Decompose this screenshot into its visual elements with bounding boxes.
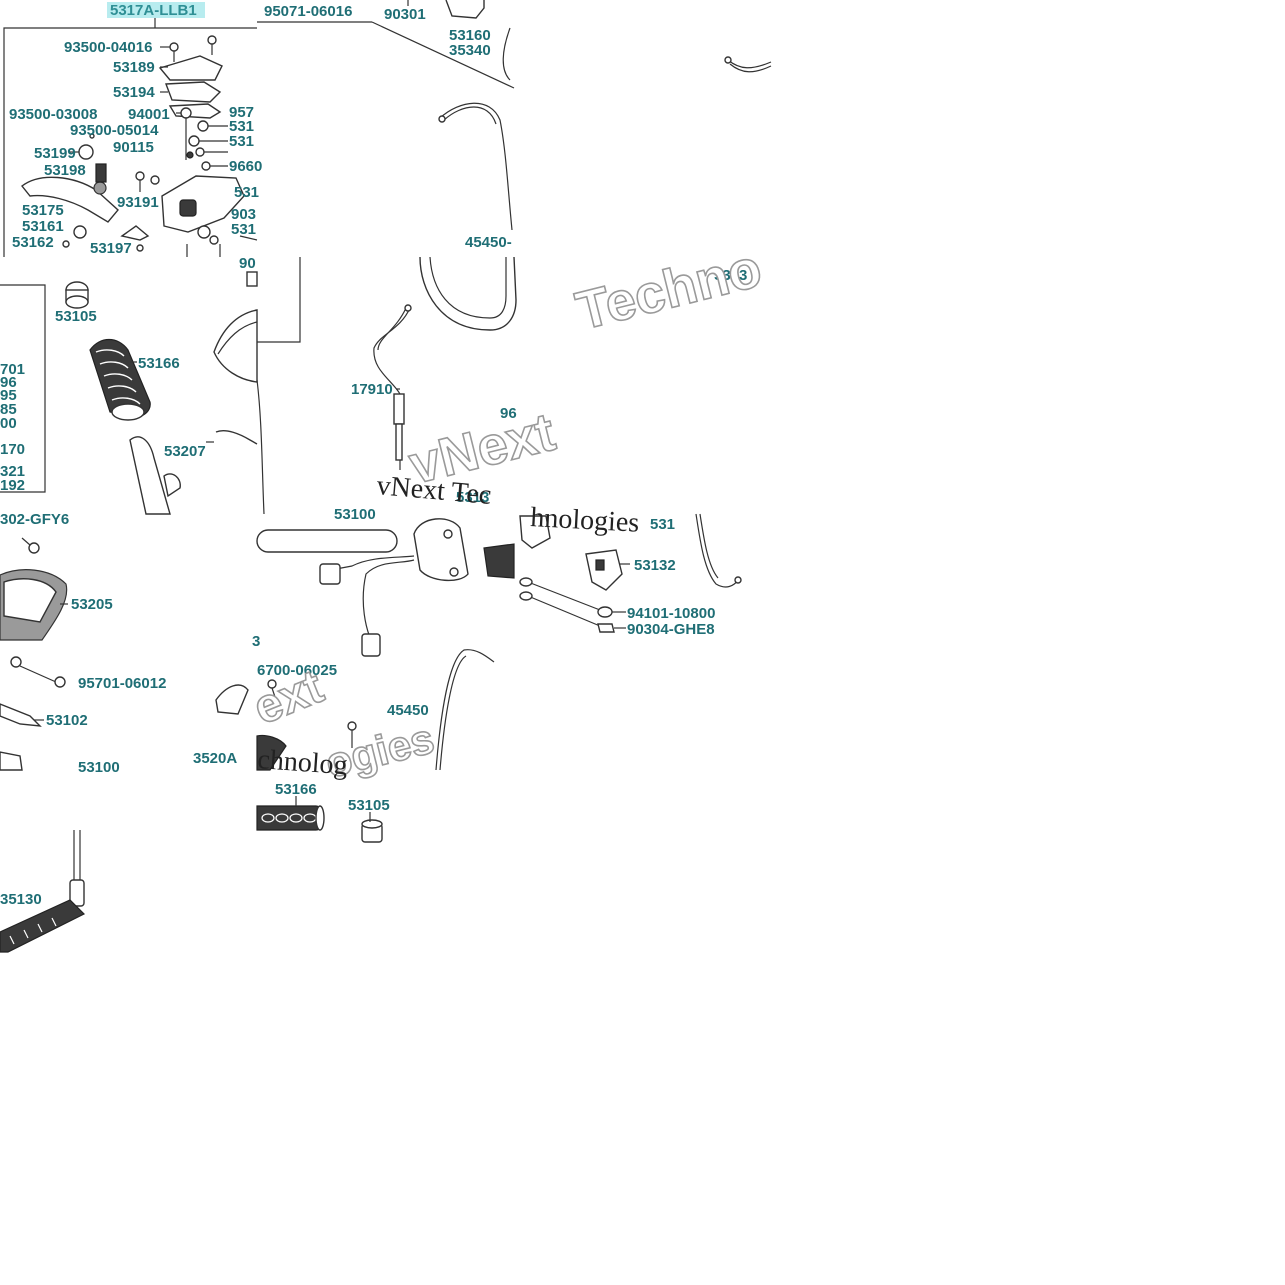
part-label: 53132 [634, 557, 676, 574]
part-label: 94001 [128, 106, 170, 123]
part-label: 53207 [164, 443, 206, 460]
part-label: 93500-04016 [64, 39, 152, 56]
part-highlight [107, 2, 205, 18]
part-label: 94101-10800 [627, 605, 715, 622]
part-label: 531 [650, 516, 675, 533]
tile-throttle-cable [256, 256, 517, 515]
bracket [445, 0, 485, 19]
part-label: 95071-06016 [264, 3, 352, 20]
part-label: 170 [0, 441, 25, 458]
part-label: 53175 [22, 202, 64, 219]
part-label: 53161 [22, 218, 64, 235]
part-label: 53105 [348, 797, 390, 814]
part-label: 957 [229, 104, 254, 121]
part-label: 90304-GHE8 [627, 621, 715, 638]
tile-switch [256, 518, 515, 771]
watermark-text: Techno [570, 238, 767, 342]
part-label: 5313 [714, 267, 747, 284]
part-label: 53162 [12, 234, 54, 251]
throttle-cable [373, 307, 411, 470]
part-label: 93500-05014 [70, 122, 159, 139]
part-label: 903 [231, 206, 256, 223]
part-label: 321 [0, 463, 25, 480]
part-label: 531 [229, 118, 254, 135]
part-labels: 5317A-LLB1 95071-06016 90301 53160 35340… [0, 2, 747, 908]
watermark-text: chnolog [257, 744, 349, 781]
part-label: 35130 [0, 891, 42, 908]
tile-lower-cover [0, 537, 249, 771]
part-label: 5313 [456, 489, 489, 506]
part-label: 302-GFY6 [0, 511, 69, 528]
part-label: 5317A-LLB1 [110, 2, 197, 19]
handlebar-guard [419, 256, 517, 331]
cable [439, 102, 513, 231]
part-label: 96 [0, 374, 17, 391]
tile-clamp [519, 513, 742, 633]
part-label: 192 [0, 477, 25, 494]
part-label: 531 [231, 221, 256, 238]
handlebar-tube [256, 529, 398, 553]
tile-switch-lower [0, 830, 86, 953]
part-label: 9660 [229, 158, 262, 175]
part-label: 531 [234, 184, 259, 201]
part-label: 45450- [465, 234, 512, 251]
part-label: 53102 [46, 712, 88, 729]
part-label: 53105 [55, 308, 97, 325]
group-frame [3, 27, 257, 257]
handle-grip [89, 338, 151, 421]
part-label: 35340 [449, 42, 491, 59]
tile-grip-lower [256, 796, 383, 843]
part-label: 17910 [351, 381, 393, 398]
part-label: 53166 [275, 781, 317, 798]
part-label: 93191 [117, 194, 159, 211]
part-label: 95701-06012 [78, 675, 166, 692]
part-label: 00 [0, 415, 17, 432]
part-label: 531 [229, 133, 254, 150]
part-label: 53205 [71, 596, 113, 613]
tile-master-cylinder [3, 2, 258, 257]
part-label: 3520A [193, 750, 237, 767]
part-label: 53160 [449, 27, 491, 44]
master-cylinder-body [161, 175, 245, 233]
tile-grip [0, 271, 258, 515]
part-label: 6700-06025 [257, 662, 337, 679]
part-label: 90 [239, 255, 256, 272]
part-label: 95 [0, 387, 17, 404]
part-label: 53100 [78, 759, 120, 776]
part-label: 96 [500, 405, 517, 422]
part-label: 53198 [44, 162, 86, 179]
reservoir-cover [158, 35, 223, 119]
part-label: 53197 [90, 240, 132, 257]
part-label: 53189 [113, 59, 155, 76]
part-label: 93500-03008 [9, 106, 97, 123]
watermark-text: hnologies [530, 502, 640, 539]
part-label: 53199 [34, 145, 76, 162]
grip-end [483, 543, 515, 579]
fittings [176, 107, 228, 171]
part-label: 85 [0, 401, 17, 418]
part-label: 701 [0, 361, 25, 378]
part-label: 3 [252, 633, 260, 650]
part-label: 53166 [138, 355, 180, 372]
switch-housing [413, 518, 469, 581]
part-label: 53100 [334, 506, 376, 523]
brake-lever [21, 176, 119, 223]
part-label: 53194 [113, 84, 155, 101]
part-label: 90301 [384, 6, 426, 23]
tile-cable-end [724, 56, 772, 73]
handle-switch-grip [0, 899, 86, 953]
tile-cables-top [257, 0, 515, 231]
part-label: 90115 [113, 139, 154, 156]
part-label: 45450 [387, 702, 429, 719]
